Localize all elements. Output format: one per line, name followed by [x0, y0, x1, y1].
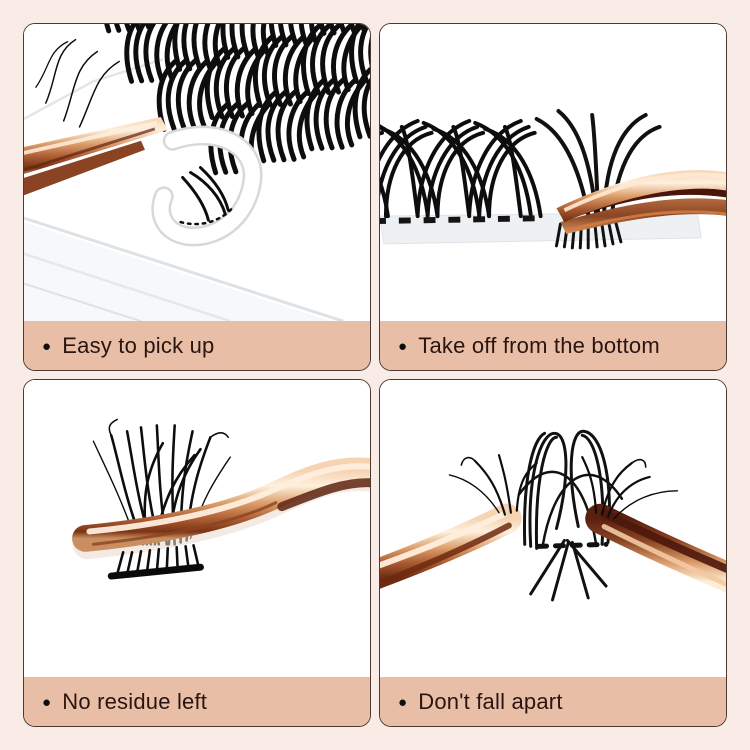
left-tweezer-illustration	[380, 503, 522, 589]
photo-lash-tray	[24, 24, 370, 321]
caption-bar: ● Take off from the bottom	[380, 321, 726, 370]
panel-easy-to-pick-up: ● Easy to pick up	[23, 23, 371, 371]
peeled-strip-loop	[151, 125, 263, 247]
tweezers-pull-illustration	[380, 380, 726, 677]
caption-bar: ● Don't fall apart	[380, 677, 726, 726]
caption-label: Don't fall apart	[418, 688, 563, 714]
photo-background	[380, 380, 726, 677]
panel-no-residue-left: ● No residue left	[23, 379, 371, 727]
tweezer-illustration	[556, 170, 726, 234]
left-tip-fan	[448, 454, 538, 516]
bullet-icon: ●	[42, 338, 52, 355]
right-tip-fan	[581, 456, 679, 520]
tweezer-illustration	[72, 457, 370, 560]
single-cluster-illustration	[24, 380, 370, 677]
caption-label: Take off from the bottom	[418, 332, 660, 358]
caption-label: No residue left	[62, 688, 208, 714]
photo-tweezers-pull	[380, 380, 726, 677]
panel-take-off-from-bottom: ● Take off from the bottom	[379, 23, 727, 371]
tweezer-illustration	[24, 116, 168, 196]
lash-tray-illustration	[24, 24, 370, 321]
caption-label: Easy to pick up	[62, 332, 215, 358]
bullet-icon: ●	[42, 694, 52, 711]
bullet-icon: ●	[398, 694, 408, 711]
lash-strip-illustration	[380, 24, 726, 321]
cluster-base	[107, 544, 204, 580]
lash-fan-row	[380, 118, 547, 224]
right-tweezer-illustration	[585, 503, 726, 593]
panel-dont-fall-apart: ● Don't fall apart	[379, 379, 727, 727]
lash-bases	[380, 215, 547, 224]
photo-lash-strip	[380, 24, 726, 321]
stray-lash-wisps	[35, 38, 120, 128]
caption-bar: ● No residue left	[24, 677, 370, 726]
photo-single-cluster	[24, 380, 370, 677]
caption-bar: ● Easy to pick up	[24, 321, 370, 370]
bullet-icon: ●	[398, 338, 408, 355]
